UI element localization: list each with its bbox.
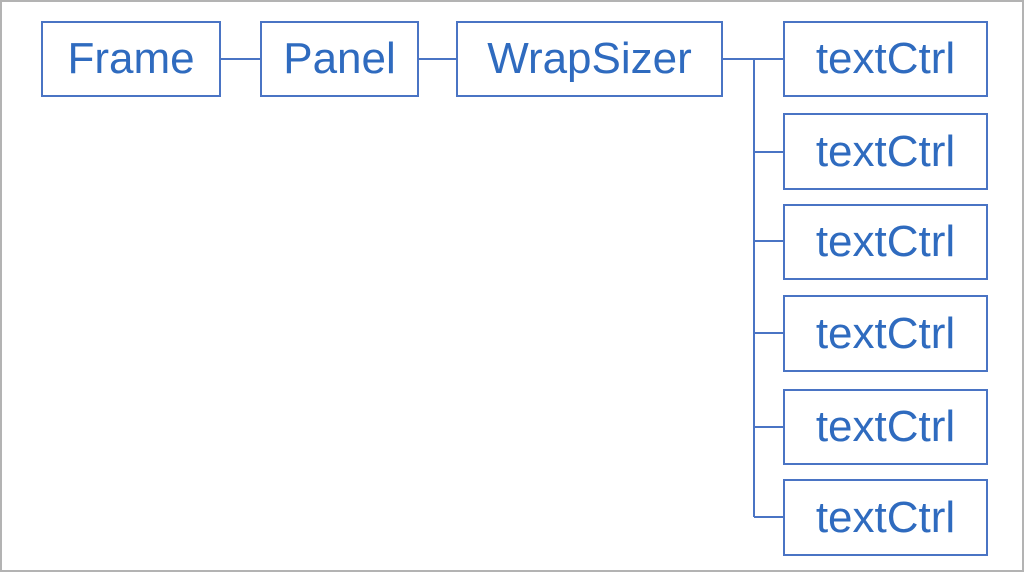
node-textctrl-5: textCtrl xyxy=(783,389,988,465)
node-panel: Panel xyxy=(260,21,419,97)
node-frame: Frame xyxy=(41,21,221,97)
node-textctrl-3: textCtrl xyxy=(783,204,988,280)
node-wrapsizer: WrapSizer xyxy=(456,21,723,97)
node-textctrl-6: textCtrl xyxy=(783,479,988,556)
node-textctrl-2: textCtrl xyxy=(783,113,988,190)
node-textctrl-1: textCtrl xyxy=(783,21,988,97)
node-textctrl-4: textCtrl xyxy=(783,295,988,372)
